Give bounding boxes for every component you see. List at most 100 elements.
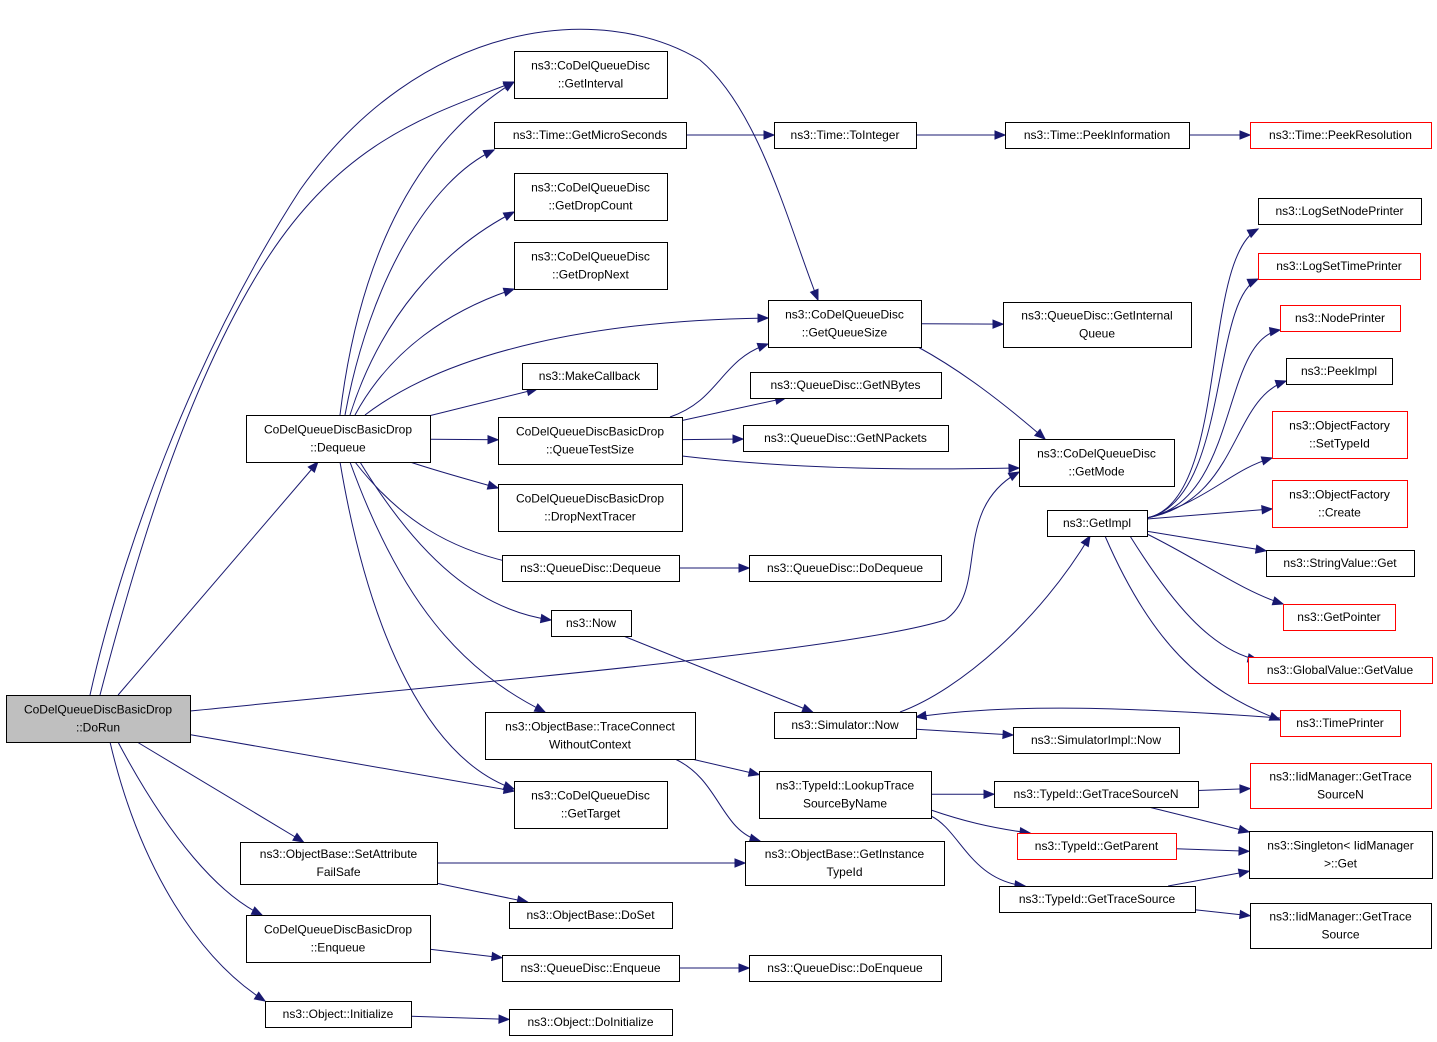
node-enqueue[interactable]: CoDelQueueDiscBasicDrop::Enqueue [246, 915, 431, 963]
edge-line [1104, 535, 1281, 721]
node-box [1266, 550, 1415, 577]
node-box [745, 841, 945, 886]
node-makecallback[interactable]: ns3::MakeCallback [522, 363, 658, 390]
arrowhead-icon [801, 703, 814, 713]
node-gettracesource[interactable]: ns3::TypeId::GetTraceSource [999, 886, 1196, 913]
node-simimplnow[interactable]: ns3::SimulatorImpl::Now [1013, 727, 1180, 754]
node-getpointer[interactable]: ns3::GetPointer [1283, 604, 1396, 631]
edge-qd_enqueue-to-doenqueue [679, 963, 751, 973]
edge-line [1175, 848, 1250, 852]
node-getnbytes[interactable]: ns3::QueueDisc::GetNBytes [750, 372, 942, 399]
node-lognode[interactable]: ns3::LogSetNodePrinter [1258, 198, 1422, 225]
node-getmode[interactable]: ns3::CoDelQueueDisc::GetMode [1019, 439, 1175, 487]
edge-getqueuesize-to-getinternal [920, 319, 1005, 329]
node-qd_enqueue[interactable]: ns3::QueueDisc::Enqueue [502, 955, 680, 982]
node-qd_dequeue[interactable]: ns3::QueueDisc::Dequeue [502, 555, 680, 582]
node-peekres[interactable]: ns3::Time::PeekResolution [1250, 122, 1432, 149]
edge-dequeue-to-getinterval [339, 81, 516, 416]
node-peekimpl[interactable]: ns3::PeekImpl [1286, 358, 1393, 385]
node-logtime[interactable]: ns3::LogSetTimePrinter [1258, 253, 1421, 280]
node-settypeid[interactable]: ns3::ObjectFactory::SetTypeId [1272, 411, 1408, 459]
node-gettracesourcen[interactable]: ns3::TypeId::GetTraceSourceN [994, 781, 1199, 808]
node-dropnexttracer[interactable]: CoDelQueueDiscBasicDrop::DropNextTracer [498, 484, 683, 532]
arrowhead-icon [1008, 463, 1021, 473]
node-gettarget[interactable]: ns3::CoDelQueueDisc::GetTarget [514, 781, 668, 829]
edge-simnow-to-simimplnow [915, 728, 1015, 740]
edge-dequeue-to-now [359, 461, 553, 624]
node-singleton[interactable]: ns3::Singleton< IidManager>::Get [1249, 831, 1433, 879]
node-tointeger[interactable]: ns3::Time::ToInteger [774, 122, 917, 149]
edge-line [354, 288, 515, 416]
node-label: ns3::QueueDisc::DoEnqueue [767, 961, 923, 975]
arrowhead-icon [1261, 505, 1274, 515]
node-getimpl[interactable]: ns3::GetImpl [1047, 510, 1148, 537]
edge-simnow-to-getimpl [899, 534, 1091, 713]
arrowhead-icon [482, 149, 496, 159]
node-getdropnext[interactable]: ns3::CoDelQueueDisc::GetDropNext [514, 242, 668, 290]
node-iidtracen[interactable]: ns3::IidManager::GetTraceSourceN [1250, 763, 1432, 809]
arrowhead-icon [1268, 711, 1282, 721]
node-box [768, 300, 922, 348]
edge-line [1146, 530, 1267, 552]
node-label: ns3::Simulator::Now [791, 718, 899, 732]
node-getinterval[interactable]: ns3::CoDelQueueDisc::GetInterval [514, 51, 668, 99]
edge-dequeue-to-getmicro [344, 149, 496, 416]
edge-run-to-dequeue [117, 460, 319, 696]
node-create[interactable]: ns3::ObjectFactory::Create [1272, 480, 1408, 528]
node-now[interactable]: ns3::Now [551, 610, 632, 637]
edge-dequeue-to-getdropcount [349, 211, 516, 416]
edge-lookuptrace-to-getparent [930, 809, 1032, 837]
node-dodequeue[interactable]: ns3::QueueDisc::DoDequeue [749, 555, 942, 582]
node-simnow[interactable]: ns3::Simulator::Now [774, 712, 917, 739]
edge-setattr-to-doset [436, 882, 529, 905]
edge-queuetestsize-to-getnbytes [681, 395, 788, 421]
node-nodeprinter[interactable]: ns3::NodePrinter [1280, 305, 1401, 332]
edge-line [136, 741, 304, 843]
node-label: ns3::CoDelQueueDisc [531, 59, 650, 73]
node-globalget[interactable]: ns3::GlobalValue::GetValue [1248, 657, 1433, 684]
node-getparent[interactable]: ns3::TypeId::GetParent [1017, 833, 1177, 860]
node-box [502, 955, 680, 982]
node-traceconnect[interactable]: ns3::ObjectBase::TraceConnectWithoutCont… [485, 712, 696, 760]
node-run[interactable]: CoDelQueueDiscBasicDrop::DoRun [6, 695, 191, 743]
node-label: ::Create [1318, 506, 1361, 520]
edge-line [89, 28, 819, 696]
node-iidtrace[interactable]: ns3::IidManager::GetTraceSource [1250, 903, 1432, 949]
node-box [498, 417, 683, 465]
node-timeprinter[interactable]: ns3::TimePrinter [1280, 710, 1401, 737]
node-box [514, 242, 668, 290]
node-peekinfo[interactable]: ns3::Time::PeekInformation [1005, 122, 1190, 149]
node-box [994, 781, 1199, 808]
edge-lookuptrace-to-gettracesourcen [930, 789, 996, 799]
node-getdropcount[interactable]: ns3::CoDelQueueDisc::GetDropCount [514, 173, 668, 221]
edge-gettracesourcen-to-iidtracen [1197, 784, 1252, 794]
node-label: ::Dequeue [310, 441, 366, 455]
arrowhead-icon [1260, 456, 1274, 466]
node-label: CoDelQueueDiscBasicDrop [24, 703, 172, 717]
node-label: CoDelQueueDiscBasicDrop [264, 423, 412, 437]
node-getqueuesize[interactable]: ns3::CoDelQueueDisc::GetQueueSize [768, 300, 922, 348]
node-box [1280, 305, 1401, 332]
arrowhead-icon [1237, 824, 1251, 834]
node-getnpackets[interactable]: ns3::QueueDisc::GetNPackets [743, 425, 949, 452]
node-queuetestsize[interactable]: CoDelQueueDiscBasicDrop::QueueTestSize [498, 417, 683, 465]
edge-dequeue-to-getdropnext [354, 287, 516, 416]
node-doenqueue[interactable]: ns3::QueueDisc::DoEnqueue [749, 955, 942, 982]
node-doinitialize[interactable]: ns3::Object::DoInitialize [509, 1009, 673, 1036]
node-box [246, 415, 431, 463]
node-getmicro[interactable]: ns3::Time::GetMicroSeconds [494, 122, 687, 149]
node-label: ::DoRun [76, 721, 120, 735]
node-stringget[interactable]: ns3::StringValue::Get [1266, 550, 1415, 577]
node-doset[interactable]: ns3::ObjectBase::DoSet [509, 902, 673, 929]
edge-queuetestsize-to-getmode [681, 455, 1021, 473]
node-initialize[interactable]: ns3::Object::Initialize [265, 1001, 412, 1028]
edge-getparent-to-singleton [1175, 846, 1251, 856]
node-dequeue[interactable]: CoDelQueueDiscBasicDrop::Dequeue [246, 415, 431, 463]
node-label: ns3::Now [566, 616, 616, 630]
node-box [502, 555, 680, 582]
node-box [1280, 710, 1401, 737]
